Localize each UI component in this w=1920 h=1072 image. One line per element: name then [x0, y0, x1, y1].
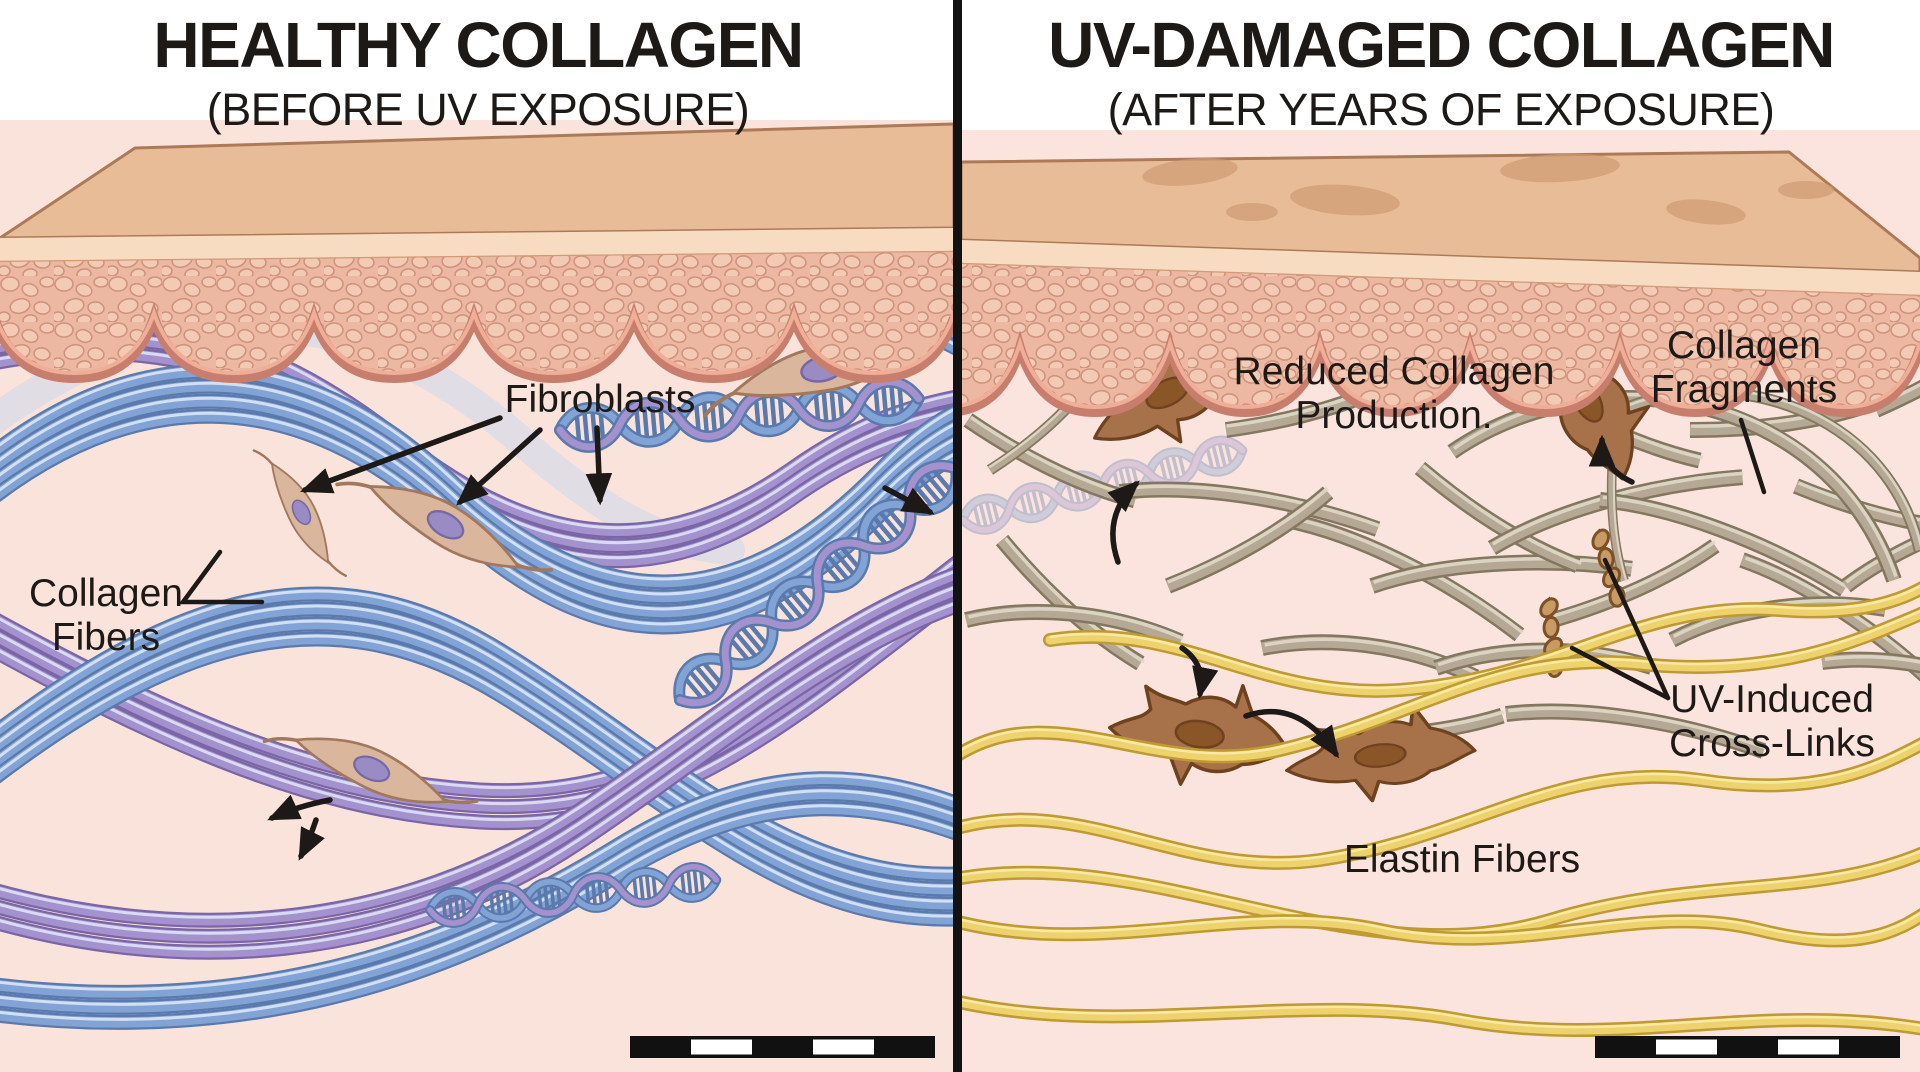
crosslink-pointer-line-1: [1602, 557, 1671, 701]
left-panel-subtitle: (BEFORE UV EXPOSURE): [206, 84, 750, 135]
arrow-to-fibroblast-1: [299, 415, 503, 494]
epidermis-cell-layer-right: [961, 264, 1920, 412]
fragments-pointer-line: [1738, 417, 1767, 495]
arrow-to-damaged-cell-2: [1588, 434, 1635, 485]
arrow-cell-3-to-4: [1243, 708, 1339, 759]
label-fibroblasts: Fibroblasts: [504, 378, 696, 421]
skin-cross-section-right: [961, 150, 1920, 418]
skin-surface-left: [0, 122, 954, 240]
arrow-to-helix: [882, 485, 935, 515]
panel-healthy-illustration: [0, 120, 954, 1072]
label-reduced-collagen-production: Reduced Collagen Production.: [1233, 350, 1555, 438]
label-collagen-fibers: Collagen Fibers: [29, 572, 183, 660]
arrow-to-damaged-cell-1: [1107, 480, 1140, 565]
right-panel-subtitle: (AFTER YEARS OF EXPOSURE): [1107, 84, 1775, 135]
uv-age-spots: [1142, 153, 1834, 225]
arrow-to-damaged-cell-3: [1179, 645, 1219, 700]
panel-divider-line: [953, 0, 962, 1072]
arrow-fibroblast-motion-2: [298, 817, 325, 861]
label-uv-induced-cross-links: UV-Induced Cross-Links: [1669, 678, 1875, 766]
arrow-to-fiber-junction: [585, 425, 613, 506]
arrow-fibroblast-motion-1: [267, 794, 333, 821]
arrow-to-fibroblast-2: [456, 427, 543, 506]
scale-bar-left: [630, 1036, 935, 1058]
panel-damaged-illustration: [961, 130, 1920, 1072]
label-elastin-fibers: Elastin Fibers: [1343, 838, 1581, 881]
skin-cross-section-left: [0, 122, 954, 384]
left-annotation-arrows: [178, 415, 935, 861]
scale-bar-right: [1595, 1036, 1900, 1058]
crosslink-pointer-line-2: [1569, 645, 1671, 701]
right-panel-title: UV-DAMAGED COLLAGEN: [1048, 9, 1835, 81]
epidermis-light-band-right: [961, 240, 1920, 296]
collagen-fibers-pointer-line: [178, 549, 265, 605]
label-collagen-fragments: Collagen Fragments: [1650, 324, 1838, 412]
left-panel-title: HEALTHY COLLAGEN: [153, 9, 804, 81]
dermal-junction-wave-right: [961, 330, 1920, 418]
right-annotation-arrows: [1107, 417, 1767, 759]
